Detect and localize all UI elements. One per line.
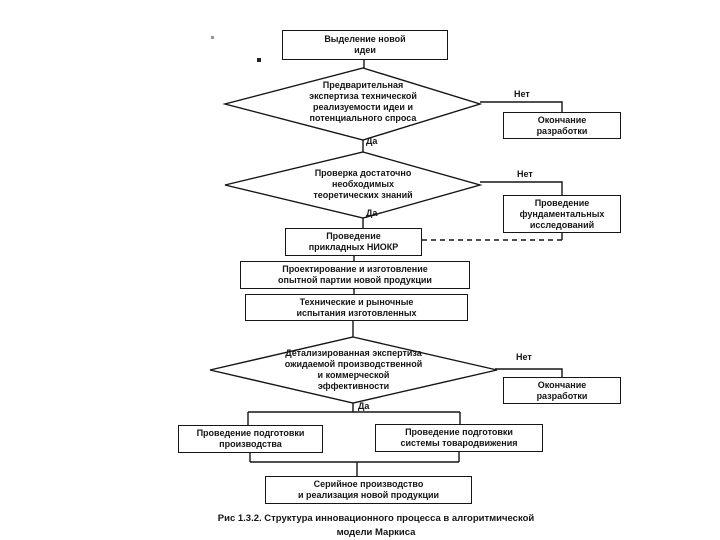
scan-artifact-speck [211,36,214,39]
decision3-efficiency-expertise-text: Детализированная экспертиза ожидаемой пр… [284,348,423,391]
node-applied-rnd: Проведение прикладных НИОКР [285,228,422,256]
scan-artifact-dot [257,58,261,62]
node-fundamental-research: Проведение фундаментальных исследований [503,195,621,233]
decision1-preliminary-expertise-text: Предварительная экспертиза технической р… [309,80,417,123]
yes-label-2: Да [366,208,378,218]
node-end-development-1: Окончание разработки [503,112,621,139]
node-technical-market-testing: Технические и рыночные испытания изготов… [245,294,468,321]
node-distribution-preparation: Проведение подготовки системы товародвиж… [375,424,543,452]
edge-preps-join-to-serial [249,452,460,476]
node-end-development-2: Окончание разработки [503,377,621,404]
node-design-pilot-batch: Проектирование и изготовление опытной па… [240,261,470,289]
yes-label-3: Да [358,401,370,411]
node-production-preparation: Проведение подготовки производства [178,425,323,453]
no-label-1: Нет [514,89,530,99]
edge-decision3-yes-split [247,403,461,425]
node-start-new-idea: Выделение новой идеи [282,30,448,60]
decision2-diamond-shape [224,151,483,219]
figure-caption: Рис 1.3.2. Структура инновационного проц… [217,513,535,538]
edge-decision2-no-to-fundamental [480,181,563,195]
decision2-knowledge-check-text: Проверка достаточно необходимых теоретич… [313,168,413,200]
decision3-diamond-shape [209,336,498,404]
no-label-2: Нет [517,169,533,179]
edge-decision1-no-to-end1 [480,101,563,112]
decision1-diamond-shape [222,67,483,141]
node-serial-production: Серийное производство и реализация новой… [265,476,472,504]
no-label-3: Нет [516,352,532,362]
edge-decision3-no-to-end2 [495,368,563,377]
yes-label-1: Да [366,136,378,146]
